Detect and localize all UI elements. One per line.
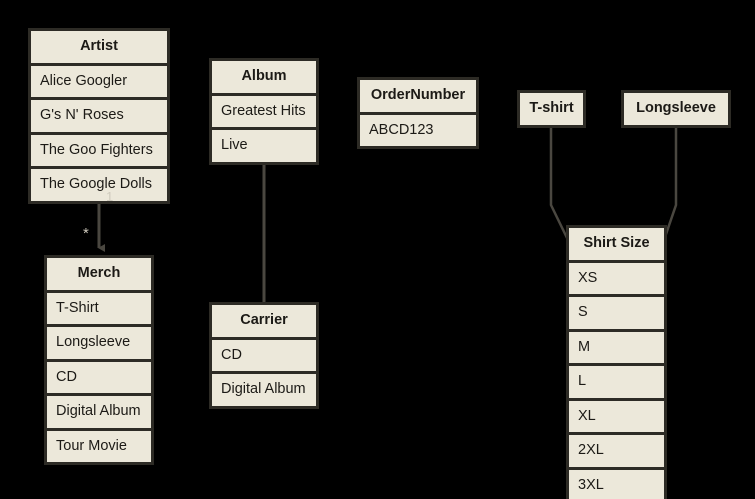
entity-album-item[interactable]: Live [212, 130, 316, 162]
entity-album-item[interactable]: Greatest Hits [212, 95, 316, 130]
entity-artist-item[interactable]: The Goo Fighters [31, 134, 167, 169]
entity-carrier[interactable]: Carrier CD Digital Album [209, 302, 319, 409]
entity-longsleeve[interactable]: Longsleeve [621, 90, 731, 128]
entity-artist-item[interactable]: G's N' Roses [31, 100, 167, 135]
entity-ordernumber-header: OrderNumber [360, 80, 476, 115]
entity-ordernumber[interactable]: OrderNumber ABCD123 [357, 77, 479, 149]
entity-album[interactable]: Album Greatest Hits Live [209, 58, 319, 165]
edge-tshirt-shirtsize [549, 120, 570, 241]
entity-shirtsize-item[interactable]: L [569, 366, 664, 401]
entity-artist-item[interactable]: The Google Dolls [31, 169, 167, 201]
entity-longsleeve-header: Longsleeve [624, 93, 728, 125]
edge-longsleeve-shirtsize [662, 120, 678, 241]
entity-shirtsize-item[interactable]: XL [569, 400, 664, 435]
entity-merch-item[interactable]: Tour Movie [47, 430, 151, 462]
entity-shirtsize-item[interactable]: M [569, 331, 664, 366]
entity-merch-item[interactable]: Longsleeve [47, 327, 151, 362]
entity-shirtsize-item[interactable]: S [569, 297, 664, 332]
entity-carrier-header: Carrier [212, 305, 316, 340]
entity-merch-item[interactable]: CD [47, 361, 151, 396]
edge-label-artist-merch-one: 1 [106, 189, 114, 204]
entity-shirtsize-header: Shirt Size [569, 228, 664, 263]
entity-merch-item[interactable]: Digital Album [47, 396, 151, 431]
entity-tshirt[interactable]: T-shirt [517, 90, 586, 128]
entity-ordernumber-item[interactable]: ABCD123 [360, 114, 476, 146]
entity-shirtsize-item[interactable]: 2XL [569, 435, 664, 470]
entity-album-header: Album [212, 61, 316, 96]
entity-merch-item[interactable]: T-Shirt [47, 292, 151, 327]
entity-shirtsize-item[interactable]: XS [569, 262, 664, 297]
entity-merch[interactable]: Merch T-Shirt Longsleeve CD Digital Albu… [44, 255, 154, 465]
entity-artist-header: Artist [31, 31, 167, 66]
entity-artist[interactable]: Artist Alice Googler G's N' Roses The Go… [28, 28, 170, 204]
entity-carrier-item[interactable]: CD [212, 339, 316, 374]
entity-merch-header: Merch [47, 258, 151, 293]
entity-artist-item[interactable]: Alice Googler [31, 65, 167, 100]
entity-tshirt-header: T-shirt [520, 93, 583, 125]
edge-label-artist-merch-many: * [83, 225, 89, 242]
entity-shirtsize-item[interactable]: 3XL [569, 469, 664, 499]
entity-carrier-item[interactable]: Digital Album [212, 374, 316, 406]
entity-shirtsize[interactable]: Shirt Size XS S M L XL 2XL 3XL [566, 225, 667, 499]
